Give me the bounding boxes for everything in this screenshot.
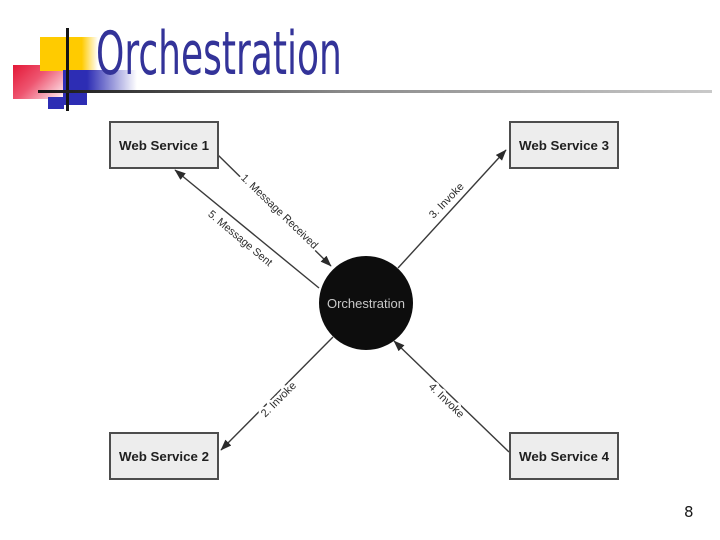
- slide-title: Orchestration: [96, 19, 342, 89]
- orchestration-circle: [319, 256, 413, 350]
- edge-invoke-4-line: [393, 340, 510, 453]
- web-service-2-box: [109, 432, 219, 480]
- edge-message-sent-line: [174, 169, 320, 289]
- orchestration-circle-label: Orchestration: [327, 296, 405, 311]
- edge-invoke-2-label: 2. Invoke: [259, 380, 299, 420]
- web-service-3-box: [509, 121, 619, 169]
- edge-invoke-2-line: [220, 336, 334, 451]
- edge-message-received-line: [217, 154, 332, 267]
- accent-blue-foot: [48, 97, 64, 109]
- edge-message-sent-label: 5. Message Sent: [205, 208, 274, 269]
- accent-blue-fade: [87, 70, 137, 91]
- crosshair-vertical-line: [66, 28, 69, 111]
- web-service-1-box: [109, 121, 219, 169]
- web-service-3-label: Web Service 3: [519, 138, 609, 153]
- web-service-4-label: Web Service 4: [519, 449, 610, 464]
- edge-invoke-4-label: 4. Invoke: [426, 381, 466, 421]
- page-number: 8: [684, 503, 694, 521]
- title-underline-rule: [38, 90, 712, 93]
- accent-yellow-square: [40, 37, 98, 71]
- web-service-1-label: Web Service 1: [119, 138, 209, 153]
- edge-invoke-3-line: [397, 149, 507, 269]
- web-service-4-box: [509, 432, 619, 480]
- web-service-2-label: Web Service 2: [119, 449, 209, 464]
